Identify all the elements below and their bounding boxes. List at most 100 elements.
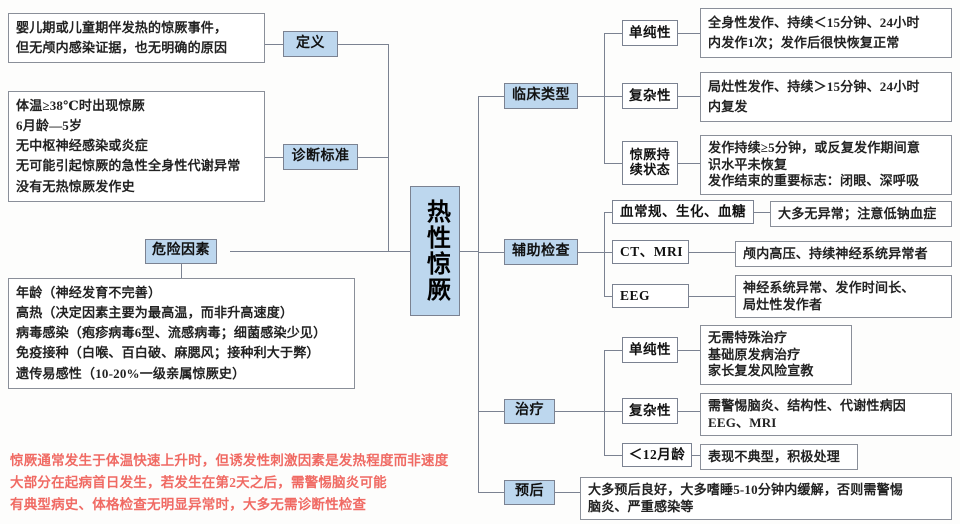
- risk-detail-line: 病毒感染（疱疹病毒6型、流感病毒；细菌感染少见）: [16, 325, 327, 341]
- connector-tsimple-to-box: [678, 350, 700, 351]
- branch-node-auxiliary-exams[interactable]: 辅助检查: [504, 239, 578, 265]
- prognosis-detail-box: 大多预后良好，大多嗜睡5-10分钟内缓解，否则需警惕 脑炎、严重感染等: [580, 477, 952, 521]
- detail-line: 无需特殊治疗: [708, 330, 788, 345]
- connector-simple-to-box: [678, 33, 700, 34]
- subnode-label-line: 惊厥持: [629, 147, 671, 163]
- connector-treatment-subtrunk: [604, 350, 605, 455]
- detail-line: 全身性发作、持续＜15分钟、24小时: [708, 15, 920, 30]
- connector-clinical-status: [604, 163, 622, 164]
- connector-ct-to-box: [689, 252, 735, 253]
- connector-criteria-to-trunk: [358, 157, 388, 158]
- connector-definition-to-trunk: [338, 44, 388, 45]
- warning-line: 大部分在起病首日发生，若发生在第2天之后，需警惕脑炎可能: [10, 474, 387, 490]
- detail-line: 局灶性发作、持续＞15分钟、24小时: [708, 79, 920, 94]
- risk-detail-line: 遗传易感性（10-20%一级亲属惊厥史）: [16, 365, 246, 381]
- connector-tinfant-to-box: [692, 455, 700, 456]
- detail-line: 家长复发风险宣教: [708, 363, 814, 379]
- connector-center-to-right-trunk: [460, 251, 478, 252]
- branch-node-diagnostic-criteria[interactable]: 诊断标准: [283, 144, 358, 170]
- criteria-detail-line: 体温≥38℃时出现惊厥: [16, 98, 145, 113]
- exam-eeg-detail-box: 神经系统异常、发作时间长、 局灶性发作者: [735, 275, 952, 319]
- detail-line: 脑炎、严重感染等: [588, 498, 694, 514]
- subnode-exam-imaging[interactable]: CT、MRI: [612, 240, 689, 264]
- exam-bloodwork-detail-box: 大多无异常；注意低钠血症: [770, 201, 952, 228]
- branch-node-definition[interactable]: 定义: [283, 31, 338, 57]
- detail-line: 大多预后良好，大多嗜睡5-10分钟内缓解，否则需警惕: [588, 482, 904, 497]
- subnode-treatment-simple[interactable]: 单纯性: [622, 337, 678, 363]
- connector-definition-box-to-node: [265, 44, 283, 45]
- connector-treatment-simple: [604, 350, 622, 351]
- definition-detail-line: 但无颅内感染证据，也无明确的原因: [16, 40, 228, 56]
- criteria-detail-line: 无可能引起惊厥的急性全身性代谢异常: [16, 158, 241, 174]
- branch-node-risk-factors[interactable]: 危险因素: [145, 239, 217, 264]
- clinical-complex-detail-box: 局灶性发作、持续＞15分钟、24小时 内复发: [700, 72, 952, 123]
- detail-line: 局灶性发作者: [743, 296, 823, 312]
- branch-node-clinical-types[interactable]: 临床类型: [504, 83, 578, 109]
- connector-right-trunk: [478, 96, 479, 492]
- connector-exams-blood: [604, 212, 612, 213]
- connector-clinical-subtrunk: [604, 33, 605, 163]
- warning-notes: 惊厥通常发生于体温快速上升时，但诱发性刺激因素是发热程度而非速度 大部分在起病首…: [10, 450, 448, 516]
- clinical-status-detail-box: 发作持续≥5分钟，或反复发作期间意 识水平未恢复 发作结束的重要标志：闭眼、深呼…: [700, 135, 952, 195]
- connector-clinical-complex: [604, 96, 622, 97]
- connector-complex-to-box: [678, 96, 700, 97]
- criteria-detail-line: 没有无热惊厥发作史: [16, 178, 135, 194]
- warning-line: 惊厥通常发生于体温快速上升时，但诱发性刺激因素是发热程度而非速度: [10, 453, 449, 468]
- connector-exams-eeg: [604, 296, 612, 297]
- criteria-detail-line: 无中枢神经感染或炎症: [16, 138, 149, 154]
- detail-line: EEG、MRI: [708, 414, 777, 430]
- connector-clinical-simple: [604, 33, 622, 34]
- connector-treatment-out: [555, 411, 604, 412]
- connector-left-trunk: [388, 44, 389, 252]
- connector-exams-ct: [604, 252, 612, 253]
- treatment-complex-detail-box: 需警惕脑炎、结构性、代谢性病因 EEG、MRI: [700, 393, 952, 437]
- connector-treatment-infant: [604, 455, 622, 456]
- detail-line: 识水平未恢复: [708, 156, 788, 172]
- connector-trunk-to-prognosis: [478, 492, 504, 493]
- subnode-treatment-under-12-months[interactable]: ＜12月龄: [622, 443, 692, 467]
- connector-clinical-out: [578, 96, 604, 97]
- connector-risk-to-trunk: [230, 251, 388, 252]
- risk-factors-detail-box: 年龄（神经发育不完善） 高热（决定因素主要为最高温，而非升高速度） 病毒感染（疱…: [8, 278, 355, 389]
- connector-trunk-to-clinical: [478, 96, 504, 97]
- detail-line: 基础原发病治疗: [708, 346, 801, 362]
- clinical-simple-detail-box: 全身性发作、持续＜15分钟、24小时 内发作1次；发作后很快恢复正常: [700, 8, 952, 59]
- subnode-clinical-simple[interactable]: 单纯性: [622, 20, 678, 46]
- detail-line: 内复发: [708, 99, 748, 115]
- detail-line: 大多无异常；注意低钠血症: [778, 206, 937, 221]
- connector-eeg-to-box: [689, 296, 735, 297]
- connector-risk-node-to-box: [181, 264, 182, 278]
- warning-line: 有典型病史、体格检查无明显异常时，大多无需诊断性检查: [10, 496, 367, 512]
- connector-trunk-to-treatment: [478, 411, 504, 412]
- subnode-exam-bloodwork[interactable]: 血常规、生化、血糖: [612, 200, 754, 224]
- risk-detail-line: 高热（决定因素主要为最高温，而非升高速度）: [16, 305, 294, 321]
- criteria-detail-line: 6月龄—5岁: [16, 118, 83, 134]
- treatment-infant-detail-box: 表现不典型，积极处理: [700, 444, 858, 471]
- branch-node-prognosis[interactable]: 预后: [504, 480, 555, 505]
- definition-detail-line: 婴儿期或儿童期伴发热的惊厥事件，: [16, 20, 228, 35]
- connector-tcomplex-to-box: [678, 411, 700, 412]
- connector-prognosis-to-box: [555, 492, 580, 493]
- subnode-exam-eeg[interactable]: EEG: [612, 284, 689, 308]
- detail-line: 发作结束的重要标志：闭眼、深呼吸: [708, 173, 920, 189]
- connector-treatment-complex: [604, 411, 622, 412]
- connector-exams-out: [578, 252, 604, 253]
- detail-line: 发作持续≥5分钟，或反复发作期间意: [708, 140, 921, 155]
- connector-exams-subtrunk: [604, 212, 605, 296]
- exam-imaging-detail-box: 颅内高压、持续神经系统异常者: [735, 241, 952, 268]
- subnode-label-line: 续状态: [629, 162, 671, 177]
- detail-line: 神经系统异常、发作时间长、: [743, 280, 915, 295]
- detail-line: 需警惕脑炎、结构性、代谢性病因: [708, 398, 907, 413]
- treatment-simple-detail-box: 无需特殊治疗 基础原发病治疗 家长复发风险宣教: [700, 325, 852, 385]
- risk-detail-line: 年龄（神经发育不完善）: [16, 285, 162, 300]
- branch-node-treatment[interactable]: 治疗: [504, 399, 555, 424]
- subnode-clinical-complex[interactable]: 复杂性: [622, 83, 678, 109]
- detail-line: 内发作1次；发作后很快恢复正常: [708, 35, 900, 51]
- subnode-treatment-complex[interactable]: 复杂性: [622, 398, 678, 424]
- risk-detail-line: 免疫接种（白喉、百白破、麻腮风；接种利大于弊）: [16, 345, 320, 361]
- connector-left-trunk-to-center: [388, 251, 410, 252]
- center-node[interactable]: 热性惊厥: [410, 186, 460, 316]
- criteria-detail-box: 体温≥38℃时出现惊厥 6月龄—5岁 无中枢神经感染或炎症 无可能引起惊厥的急性…: [8, 91, 265, 202]
- subnode-clinical-status-epilepticus[interactable]: 惊厥持 续状态: [622, 141, 678, 185]
